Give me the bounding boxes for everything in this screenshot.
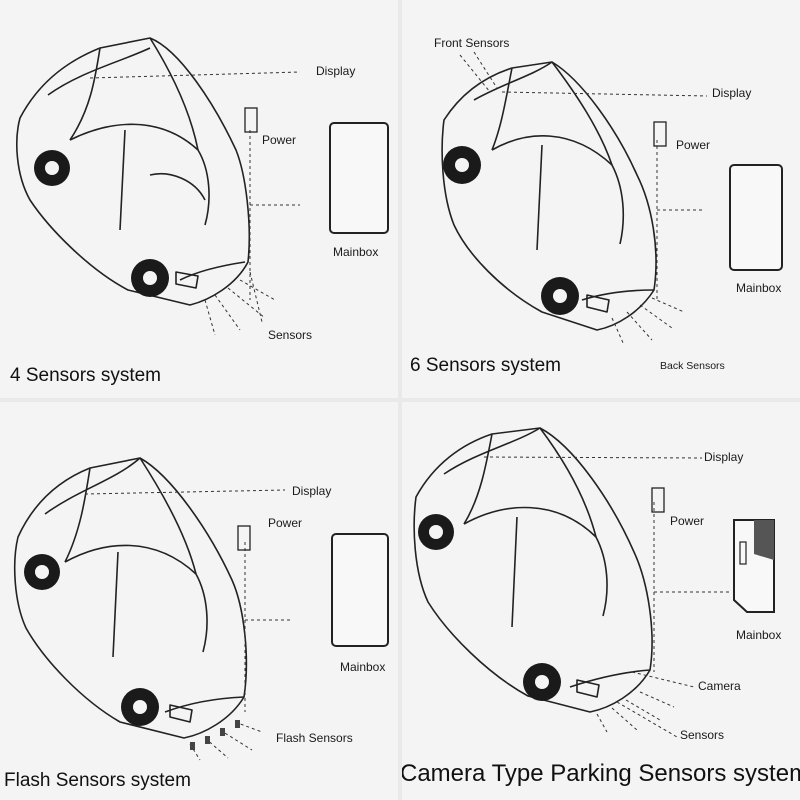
panel-4-sensors: Display Power Mainbox Sensors 4 Sensors …	[0, 0, 398, 398]
power-plug-icon	[244, 107, 258, 133]
panel-caption: Camera Type Parking Sensors system	[402, 760, 800, 787]
power-label: Power	[262, 133, 297, 147]
back-sensors-label: Back Sensors	[660, 360, 725, 372]
mainbox-unit	[331, 533, 389, 647]
panel-camera-sensors: Display Power Mainbox Camera Sensors Cam…	[402, 402, 800, 800]
display-label: Display	[316, 64, 356, 78]
display-label: Display	[712, 86, 752, 100]
flash-sensors-label: Flash Sensors	[276, 731, 353, 745]
panel-caption: Flash Sensors system	[4, 770, 191, 791]
front-sensors-label: Front Sensors	[434, 36, 510, 50]
power-label: Power	[670, 514, 705, 528]
power-plug-icon	[651, 487, 665, 513]
mainbox-unit	[329, 122, 389, 234]
panel-flash-sensors: Display Power Mainbox Flash Sensors Flas…	[0, 402, 398, 800]
camera-label: Camera	[698, 679, 741, 693]
power-label: Power	[676, 138, 711, 152]
car-wiring-diagram-camera-sensors	[413, 427, 775, 738]
car-wiring-diagram-4-sensors	[16, 37, 389, 336]
mainbox-label: Mainbox	[736, 628, 782, 642]
panel-caption: 4 Sensors system	[10, 365, 161, 386]
power-label: Power	[268, 516, 303, 530]
car-wiring-diagram-6-sensors	[441, 51, 783, 346]
mainbox-label: Mainbox	[736, 281, 782, 295]
sensors-label: Sensors	[268, 328, 313, 342]
mainbox-monitor-unit	[733, 519, 775, 613]
mainbox-label: Mainbox	[333, 245, 379, 259]
panel-6-sensors: Front Sensors Display Power Mainbox Back…	[402, 0, 800, 398]
display-label: Display	[704, 450, 744, 464]
display-label: Display	[292, 484, 332, 498]
panel-caption: 6 Sensors system	[410, 355, 561, 376]
mainbox-unit	[729, 164, 783, 271]
power-plug-icon	[237, 525, 251, 551]
car-wiring-diagram-flash-sensors	[13, 457, 389, 761]
sensors-label: Sensors	[680, 728, 725, 742]
mainbox-label: Mainbox	[340, 660, 386, 674]
power-plug-icon	[653, 121, 667, 147]
